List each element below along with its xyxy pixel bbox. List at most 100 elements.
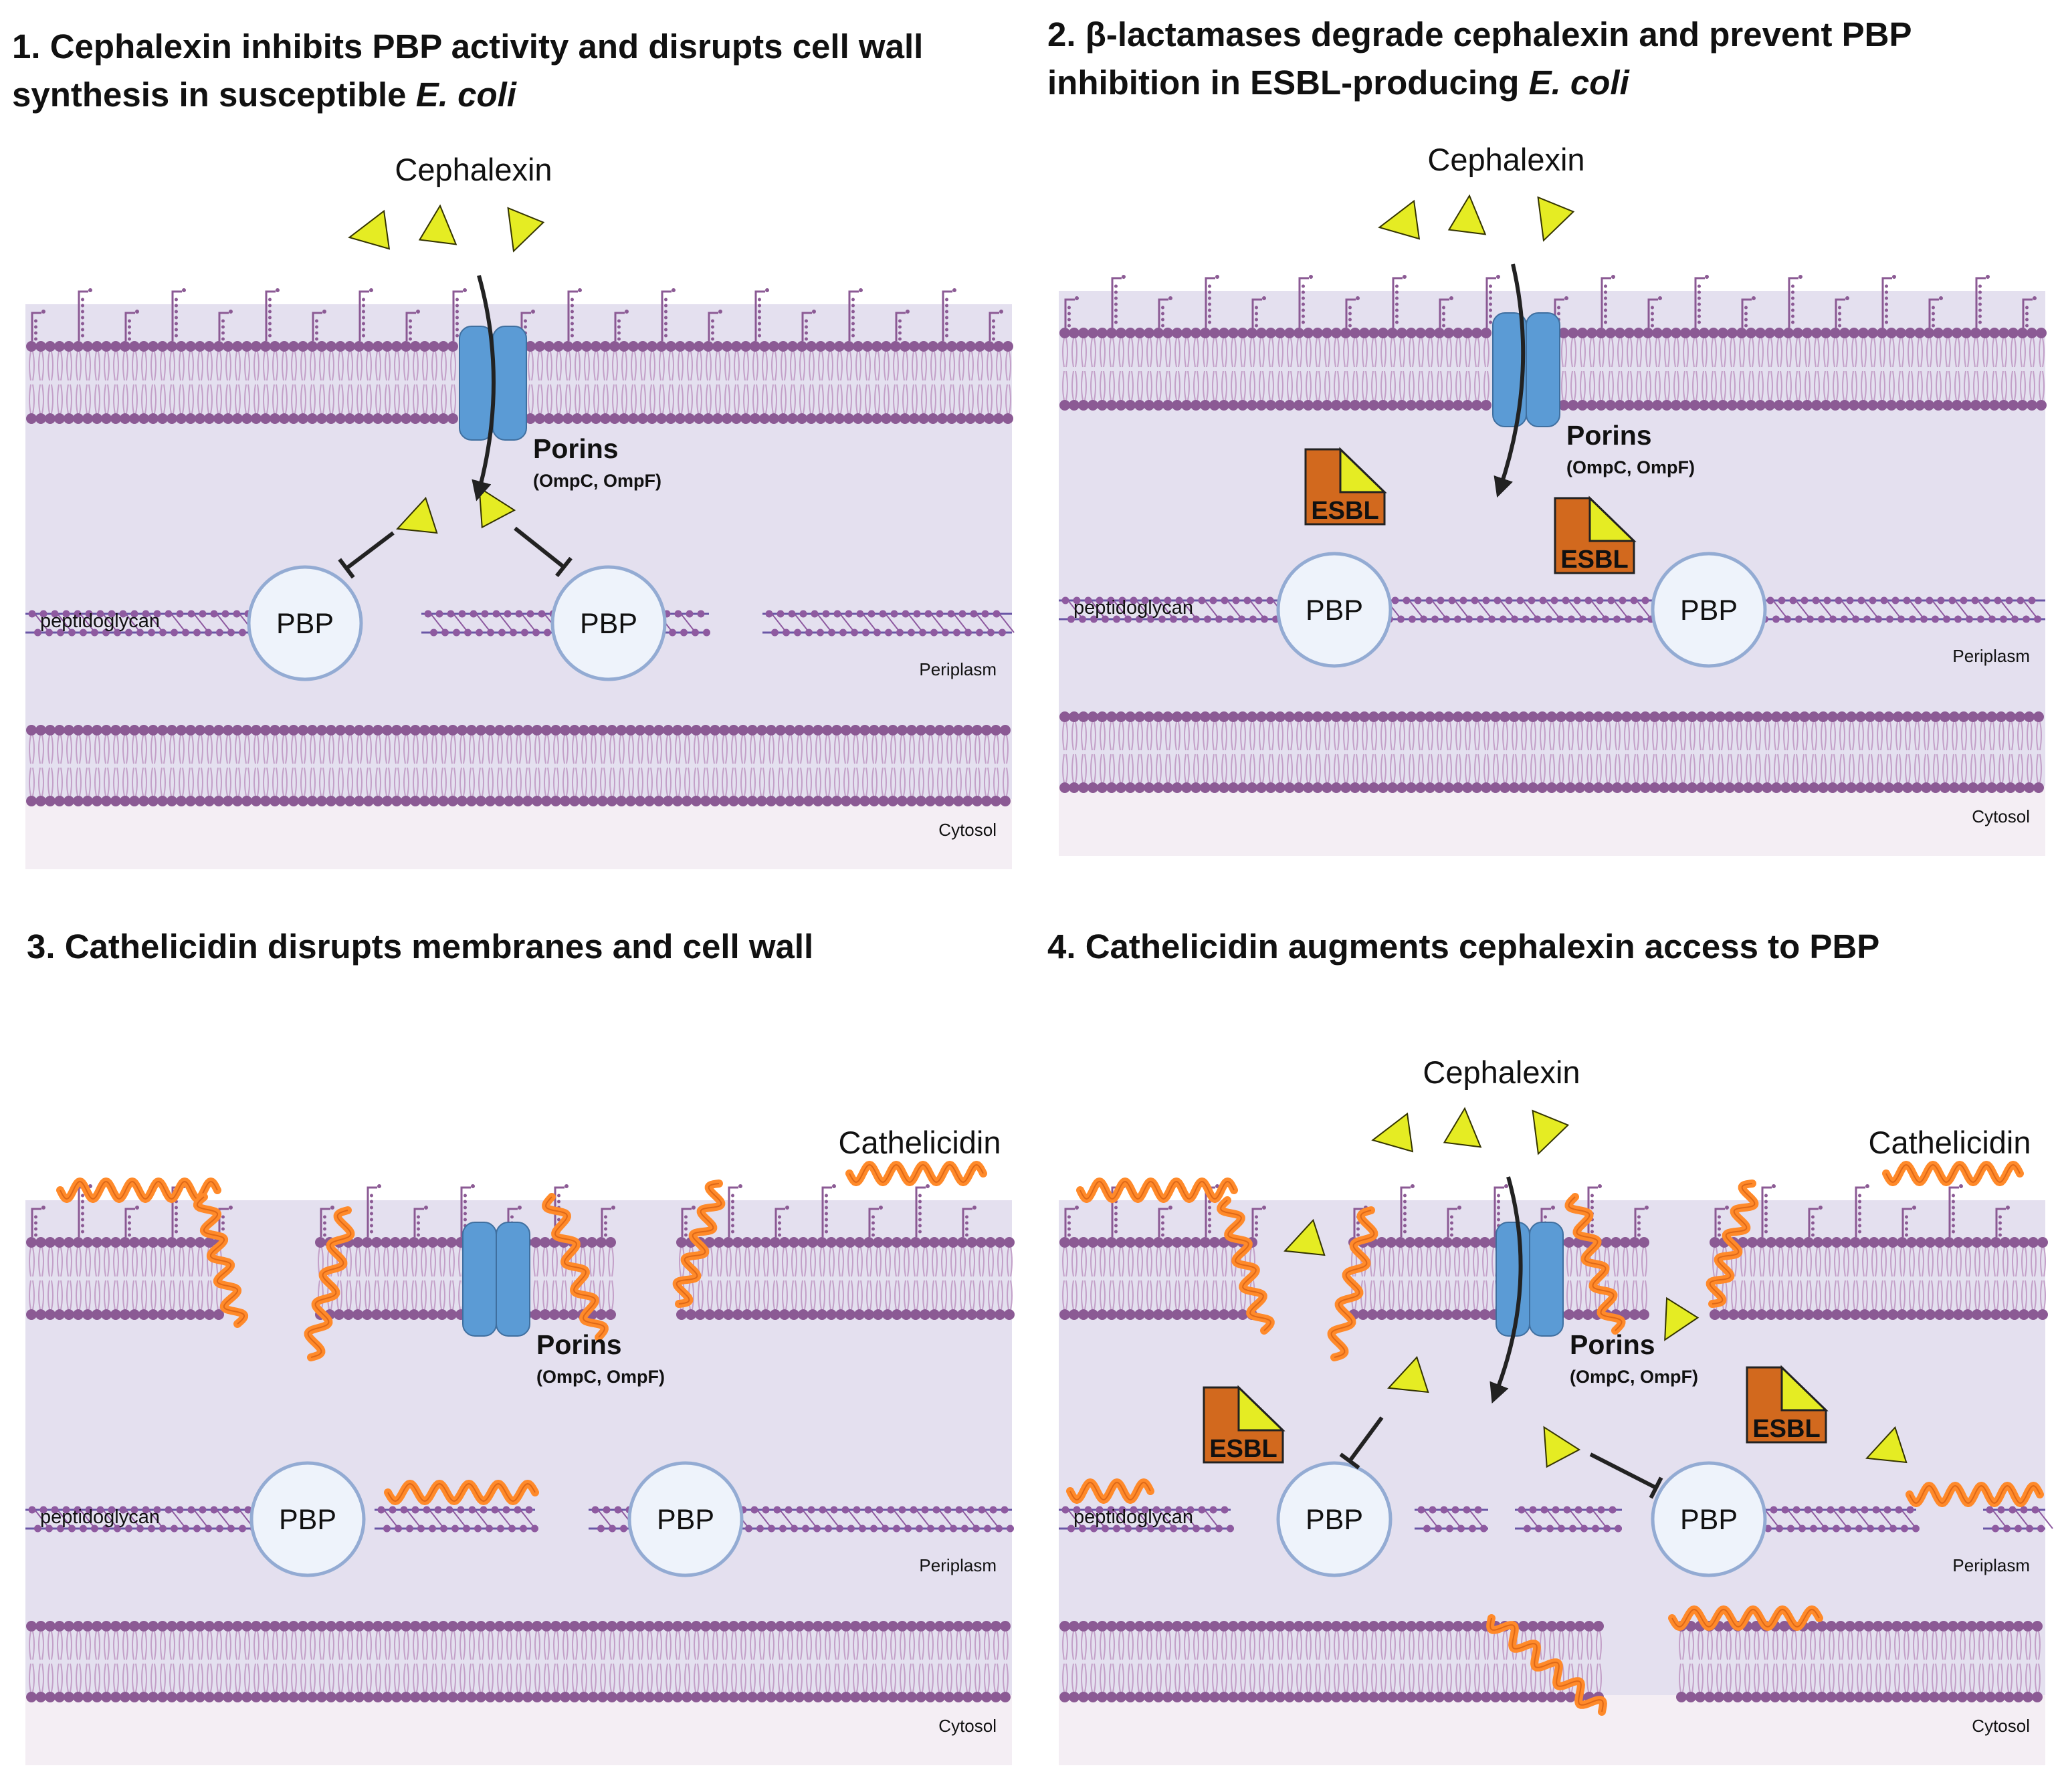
panel-4-title: 4. Cathelicidin augments cephalexin acce… xyxy=(1047,923,2051,971)
cathelicidin-peptide xyxy=(1486,1614,1607,1716)
lps-chains xyxy=(1714,1186,2006,1237)
esbl-label: ESBL xyxy=(1752,1415,1820,1443)
periplasm-label: Periplasm xyxy=(1952,1555,2030,1575)
cephalexin-molecule xyxy=(1447,194,1487,235)
cathelicidin-peptide xyxy=(56,1178,221,1203)
peptidoglycan-layer xyxy=(1415,1506,1488,1533)
lipid-tails xyxy=(1712,1247,2046,1310)
esbl-bound-cephalexin xyxy=(1339,447,1387,493)
lps-layer xyxy=(1554,275,2037,328)
lipid-tails xyxy=(1062,721,2042,783)
porins-label: Porins xyxy=(536,1329,622,1360)
peptidoglycan-label: peptidoglycan xyxy=(1073,1506,1193,1528)
panel-2-title: 2. β-lactamases degrade cephalexin and p… xyxy=(1047,11,2051,107)
pbp-protein xyxy=(627,1461,744,1577)
porin-subunit xyxy=(462,1222,497,1337)
peptidoglycan-layer xyxy=(762,610,1015,637)
pbp-label: PBP xyxy=(1680,594,1738,627)
porin-subunit xyxy=(459,326,494,441)
glycan-beads xyxy=(28,610,258,637)
inhibition-line xyxy=(1339,1416,1384,1470)
cathelicidin-peptide xyxy=(1905,1482,2044,1507)
panel-1-title: 1. Cephalexin inhibits PBP activity and … xyxy=(12,23,1029,119)
porin-subunit xyxy=(496,1222,530,1337)
peptidoglycan-layer xyxy=(1515,1506,1622,1533)
cephalexin-molecule xyxy=(418,204,457,245)
lipid-heads xyxy=(26,725,1011,806)
outer-membrane xyxy=(676,1237,1015,1320)
lps-chains xyxy=(1353,1186,1645,1237)
pbp-protein xyxy=(1651,1461,1767,1577)
panel-1-number: 1. xyxy=(12,27,41,66)
esbl-enzyme xyxy=(1203,1385,1285,1464)
panel-2-number: 2. xyxy=(1047,15,1076,53)
cathelicidin-peptide xyxy=(542,1193,609,1341)
lipid-tails xyxy=(1062,1247,1255,1310)
pbp-protein xyxy=(1276,552,1393,668)
lipid-heads xyxy=(1059,711,2044,793)
cytosol-label: Cytosol xyxy=(1972,1716,2030,1736)
peptidoglycan-layer xyxy=(25,1506,258,1533)
cytosol-region xyxy=(1059,786,2045,856)
panel-3-title-text: Cathelicidin disrupts membranes and cell… xyxy=(64,927,814,966)
lipid-tails xyxy=(29,351,456,414)
helix-edge xyxy=(1079,1180,1235,1200)
cephalexin-molecule xyxy=(1443,1107,1482,1148)
esbl-enzyme xyxy=(1554,495,1637,574)
pbp-protein xyxy=(249,1461,366,1577)
cathelicidin-peptide xyxy=(1066,1478,1154,1504)
helix-edge xyxy=(1885,1163,2021,1184)
lipid-tails xyxy=(1679,1631,2041,1692)
porins-subtitle: (OmpC, OmpF) xyxy=(1566,457,1695,477)
cephalexin-molecule xyxy=(1543,1426,1581,1468)
peptide-crosslinks xyxy=(1524,1509,1608,1529)
lipid-heads xyxy=(1059,1237,1257,1320)
panel-3-title: 3. Cathelicidin disrupts membranes and c… xyxy=(27,923,997,971)
lps-layer xyxy=(1353,1184,1649,1237)
helix-edge xyxy=(545,1196,605,1338)
inner-membrane xyxy=(26,725,1011,806)
porins-subtitle: (OmpC, OmpF) xyxy=(1570,1367,1698,1387)
porin-channel xyxy=(1496,1222,1564,1337)
cathelicidin-label: Cathelicidin xyxy=(839,1125,1001,1160)
peptidoglycan-layer xyxy=(1756,1506,1920,1533)
cathelicidin-peptide xyxy=(1076,1178,1238,1203)
cathelicidin-label: Cathelicidin xyxy=(1869,1125,2031,1160)
diffusion-arrow xyxy=(1493,263,1526,498)
panel-1-title-italic: E. coli xyxy=(415,76,516,114)
inhibition-bar xyxy=(1649,1476,1663,1499)
lipid-heads xyxy=(1059,328,1491,411)
esbl-label: ESBL xyxy=(1560,546,1628,574)
cathelicidin-peptide xyxy=(193,1193,249,1328)
lps-chains xyxy=(681,1186,972,1237)
lps-layer xyxy=(1714,1184,2010,1237)
peptide-crosslinks xyxy=(34,613,255,633)
glycan-beads xyxy=(28,1506,258,1533)
inhibition-bar xyxy=(338,558,355,579)
glycan-beads xyxy=(1061,596,2041,623)
inhibition-line xyxy=(338,531,395,579)
cephalexin-molecule xyxy=(1664,1297,1699,1341)
peptidoglycan-layer xyxy=(1059,1506,1234,1533)
glycan-beads xyxy=(1518,1506,1622,1533)
helix-edge xyxy=(387,1482,536,1502)
lipid-heads xyxy=(1549,328,2047,411)
panel-2-title-text: β-lactamases degrade cephalexin and prev… xyxy=(1047,15,1912,102)
helix-edge xyxy=(676,1183,722,1305)
porin-subunit xyxy=(1526,312,1560,427)
pbp-label: PBP xyxy=(580,608,637,640)
inhibition-stem xyxy=(514,526,565,569)
esbl-label: ESBL xyxy=(1209,1435,1277,1463)
cathelicidin-peptide xyxy=(1706,1180,1759,1308)
cytosol-label: Cytosol xyxy=(1972,806,2030,826)
lps-layer xyxy=(320,1184,615,1237)
lps-layer xyxy=(520,288,1003,341)
esbl-enzyme xyxy=(1304,447,1387,526)
periplasm-label: Periplasm xyxy=(919,1555,997,1575)
lps-chains xyxy=(520,290,999,341)
periplasm-label: Periplasm xyxy=(919,659,997,679)
cephalexin-molecule xyxy=(1865,1426,1908,1464)
helix-edge xyxy=(849,1163,984,1184)
lipid-tails xyxy=(29,1631,1009,1692)
